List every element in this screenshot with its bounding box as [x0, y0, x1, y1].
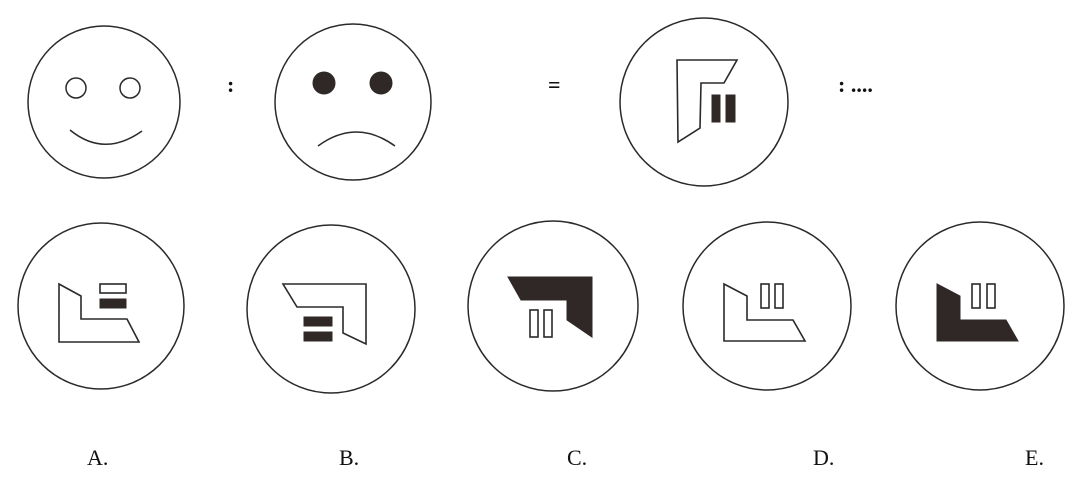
- smile: [69, 129, 143, 145]
- option-e-figure[interactable]: [895, 221, 1065, 391]
- ratio-separator-2: : ....: [838, 72, 873, 97]
- option-b-figure[interactable]: [246, 224, 416, 394]
- frown: [317, 131, 396, 147]
- question-figure: [619, 17, 789, 187]
- open-eye-left: [65, 77, 87, 99]
- option-c-figure[interactable]: [467, 220, 639, 392]
- option-b-label[interactable]: B.: [339, 445, 359, 470]
- open-eye-right: [119, 77, 141, 99]
- happy-face: [27, 25, 181, 179]
- equals-sign: =: [548, 72, 561, 97]
- option-d-figure[interactable]: [682, 221, 852, 391]
- option-e-label[interactable]: E.: [1025, 445, 1044, 470]
- filled-eye-left: [312, 71, 336, 95]
- option-a-figure[interactable]: [17, 222, 185, 390]
- ratio-separator-1: :: [227, 72, 234, 97]
- option-c-label[interactable]: C.: [567, 445, 587, 470]
- option-d-label[interactable]: D.: [813, 445, 834, 470]
- filled-eye-right: [369, 71, 393, 95]
- sad-face: [274, 23, 432, 181]
- option-a-label[interactable]: A.: [87, 445, 108, 470]
